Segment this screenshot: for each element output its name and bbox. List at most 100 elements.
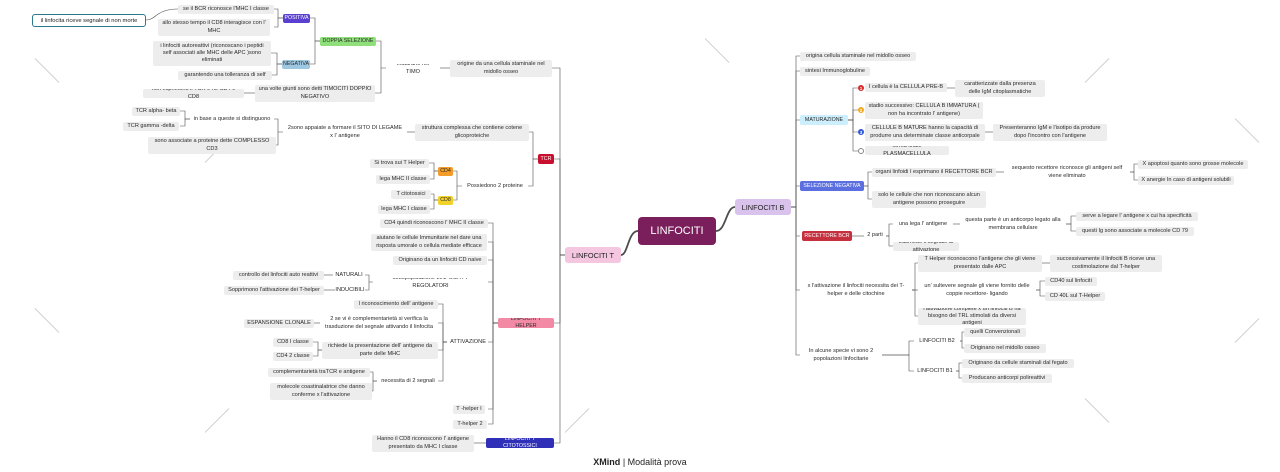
connector-line <box>438 341 447 351</box>
node-cytotoxic-child[interactable]: Hanno il CD8 riconoscono l' antigene pre… <box>372 435 474 452</box>
node-cd4-item[interactable]: Si trova sui T Helper <box>370 159 429 168</box>
node-cd3[interactable]: sono associate a proteine dette COMPLESS… <box>148 137 276 154</box>
node-maturano-timo[interactable]: maturano nel TIMO <box>396 64 430 73</box>
node-mhc[interactable]: richiede la presentazione dell' antigene… <box>322 342 438 359</box>
main-topic-linfociti-b[interactable]: LINFOCITI B <box>735 199 791 215</box>
connector-line <box>552 158 565 256</box>
node-cd4-item[interactable]: lega MHC II classe <box>376 175 430 184</box>
node-doppio-negativo[interactable]: una volte giunti sono detti TIMOCITI DOP… <box>255 85 375 102</box>
node-costim[interactable]: successivamente il linfociti B riceve un… <box>1050 255 1162 272</box>
connector-line <box>1130 171 1138 181</box>
tag-recettore-bcr[interactable]: RECETTORE BCR <box>802 231 852 241</box>
node-maturation-step[interactable]: stadio successivo: CELLULA B IMMATURA ( … <box>865 102 983 119</box>
connector-line <box>365 274 373 283</box>
node-2-parti[interactable]: 2 parti <box>867 231 883 238</box>
node-activation-item[interactable]: I riconoscimento dell' antigene <box>354 300 438 309</box>
central-topic[interactable]: LINFOCITI <box>638 217 716 245</box>
tag-cd8[interactable]: CD8 <box>438 196 453 205</box>
node-two-signals[interactable]: necessita di 2 segnali <box>381 377 435 384</box>
node-cd8-item[interactable]: lega MHC I classe <box>378 205 430 214</box>
node-outcome[interactable]: X apoptosi quanto sono grosse molecole <box>1138 160 1248 169</box>
node-positive-item[interactable]: se il BCR riconosce l'MHC I classe <box>178 5 274 14</box>
node-b2[interactable]: LINFOCITI B2 <box>919 337 955 344</box>
node-positive-item[interactable]: allo stesso tempo il CD8 interagisce con… <box>158 19 270 36</box>
tag-negativa[interactable]: NEGATIVA <box>282 60 310 69</box>
connector-line <box>376 40 386 69</box>
node-origin-b[interactable]: origina cellula staminale nel midollo os… <box>800 52 916 61</box>
tag-t-citotossici[interactable]: LINFOCITI T CITOTOSSICI <box>486 438 554 448</box>
node-th1[interactable]: T -helper I <box>453 405 485 414</box>
callout-note[interactable]: il linfocita riceve segnale di non morte <box>32 14 146 27</box>
connector-line <box>912 289 918 317</box>
node-helper-item[interactable]: Originano da un linfociti CD naive <box>393 256 487 265</box>
node-pair[interactable]: CD 40L sul T-Helper <box>1045 292 1105 301</box>
node-origin-t[interactable]: origine da una cellula staminale nel mid… <box>450 60 552 77</box>
connector-line <box>791 70 800 208</box>
node-maturation-step[interactable]: I cellula è la CELLULA PRE-B <box>865 83 947 92</box>
node-mhc-item[interactable]: CD8 I classe <box>273 338 313 347</box>
node-struttura[interactable]: struttura complessa che contiene cotene … <box>415 124 529 141</box>
node-sito-legame[interactable]: 2sono appaiate a formare il SITO DI LEGA… <box>287 125 403 139</box>
node-attivazione[interactable]: ATTIVAZIONE <box>450 338 486 345</box>
node-tcr-alpha[interactable]: TCR alpha- beta <box>132 107 180 116</box>
node-natural-child[interactable]: controllo dei linfociti auto reattivi <box>233 271 324 280</box>
connector-line <box>429 170 438 180</box>
node-maturation-step[interactable]: CELLULE B MATURE hanno la capacità di pr… <box>865 124 985 141</box>
tag-t-helper[interactable]: LINFOCITI T HELPER <box>498 318 554 328</box>
node-signal[interactable]: 2 se vi è complementarietà si verifica l… <box>325 316 433 330</box>
node-helper-item[interactable]: CD4 quindi riconoscono l' MHC II classe <box>380 219 488 228</box>
tag-positiva[interactable]: POSITIVA <box>283 14 310 23</box>
node-b1-item[interactable]: Producano anticorpi polireattivi <box>962 374 1052 383</box>
node-negative-item[interactable]: i linfociti autoreattivi (riconoscano i … <box>153 41 271 66</box>
node-binds[interactable]: una lega l' antigene <box>898 220 948 227</box>
node-pair[interactable]: CD40 sul linfociti <box>1045 277 1097 286</box>
tag-doppia-selezione[interactable]: DOPPIA SELEZIONE <box>320 37 376 46</box>
node-cd8-item[interactable]: T citotossici <box>391 190 431 199</box>
connector-line <box>552 254 565 444</box>
node-th2[interactable]: T-helper 2 <box>453 420 487 429</box>
node-transmits[interactable]: trasmette il segnale di attivazione <box>893 242 959 251</box>
node-b1-item[interactable]: Originano da cellule staminali dal fegat… <box>962 359 1074 368</box>
node-two-signals-item[interactable]: complementarietà traTCR e antigene <box>268 368 370 377</box>
node-in-base[interactable]: in base a queste si distinguono <box>193 115 271 122</box>
node-antibody-item[interactable]: questi Ig sono associate a molecole CD 7… <box>1076 227 1194 236</box>
node-negative-item[interactable]: garantendo una tolleranza di self <box>178 71 272 80</box>
connector-line <box>882 340 914 356</box>
tag-tcr[interactable]: TCR <box>538 154 554 164</box>
node-maturation-note[interactable]: Presenteranno IgM e l'isotipo da produre… <box>993 124 1107 141</box>
node-recognize-self[interactable]: sequesto recettore riconosce gli antigen… <box>1011 165 1123 179</box>
node-b-activation[interactable]: x l'attivazione il linfociti necessita d… <box>807 283 905 297</box>
node-maturation-note[interactable]: caratterizzate dalla presenza delle IgM … <box>955 80 1045 97</box>
main-topic-linfociti-t[interactable]: LINFOCITI T <box>565 247 621 263</box>
node-antibody-item[interactable]: serve a legare l' antigene x cui ha spec… <box>1076 212 1198 221</box>
node-th-recognize[interactable]: T Helper riconoscono l'antigene che gli … <box>918 255 1042 272</box>
node-regolatori[interactable]: sottopopolazione LINFOCITI T REGOLATORI <box>392 278 469 287</box>
node-outcome[interactable]: X anergie In caso di antigeni solubili <box>1138 176 1234 185</box>
node-2-proteine[interactable]: Possiedono 2 proteine <box>467 182 523 189</box>
node-bcr-organs[interactable]: organi linfoidi I esprimano il RECETTORE… <box>872 168 996 177</box>
node-induced-child[interactable]: Sopprimono l'attivazione dei T-helper <box>224 286 324 295</box>
tag-cd4[interactable]: CD4 <box>438 167 453 176</box>
connector-line <box>791 185 800 208</box>
node-naturali[interactable]: NATURALI <box>335 271 363 278</box>
node-antibody[interactable]: questa parte è un anticorpo legato alla … <box>965 217 1061 231</box>
node-complete-activation[interactable]: l'attivazione complete x un linfociti B … <box>918 308 1026 325</box>
tag-maturazione[interactable]: MATURAZIONE <box>800 115 848 125</box>
node-mhc-item[interactable]: CD4 2 classe <box>273 352 313 361</box>
node-espansione[interactable]: ESPANSIONE CLONALE <box>244 319 314 328</box>
node-pairs-signal[interactable]: un' sultevere segnale gli viene fornito … <box>924 283 1030 297</box>
node-b1[interactable]: LINFOCITI B1 <box>917 367 953 374</box>
node-tcr-gamma[interactable]: TCR gamma -delta <box>123 122 179 131</box>
node-helper-item[interactable]: aiutano le cellule Immunitarie nel dare … <box>371 234 487 251</box>
node-inducibili[interactable]: INDUCIBILI <box>335 286 365 293</box>
node-b2-item[interactable]: Originano nel midollo osseo <box>964 344 1046 353</box>
node-b2-item[interactable]: quelli Convenzionali <box>964 328 1026 337</box>
node-maturation-step[interactable]: forma finale PLASMACELLULA <box>865 146 949 155</box>
tag-selezione-negativa[interactable]: SELEZIONE NEGATIVA <box>800 181 864 191</box>
node-survive[interactable]: solo le cellule che non riconoscano alcu… <box>872 191 986 208</box>
node-two-signals-item[interactable]: molecole coastinalatrice che danno confe… <box>270 383 372 400</box>
node-no-tcr[interactable]: non esprimono il TCR e nè CD4 e CD8 <box>143 89 244 98</box>
node-subpops[interactable]: In alcune specie vi sono 2 popolazioni l… <box>808 348 874 362</box>
node-synth[interactable]: sintesi Immunoglobuline <box>800 67 870 76</box>
